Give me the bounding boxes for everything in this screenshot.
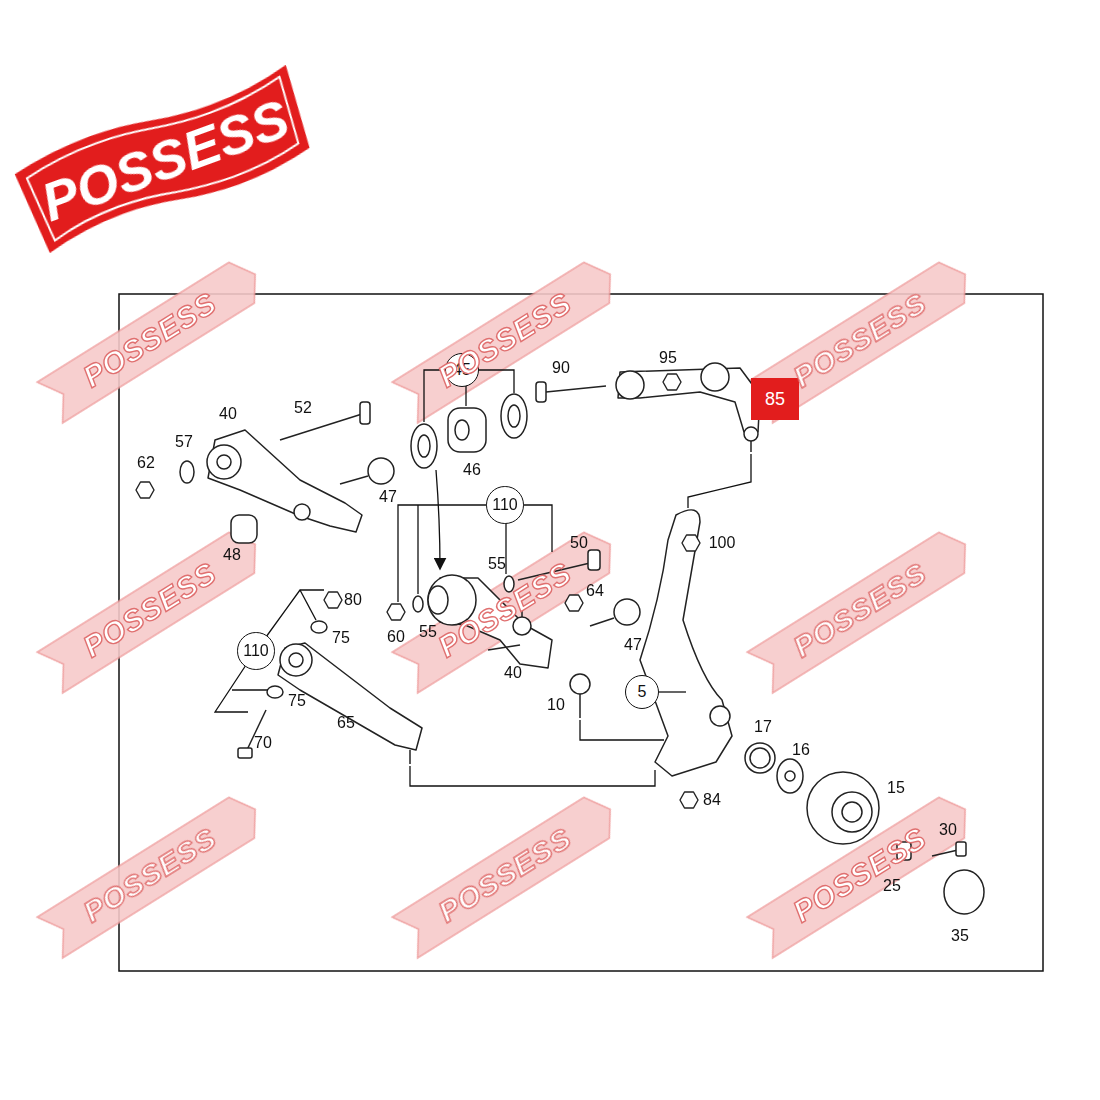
node-text: 85 bbox=[765, 389, 785, 410]
watermark: POSSESS bbox=[433, 822, 576, 927]
callout-number: 25 bbox=[883, 878, 901, 894]
callout-number: 84 bbox=[703, 792, 721, 808]
watermark: POSSESS bbox=[78, 287, 221, 392]
callout-number: 47 bbox=[379, 489, 397, 505]
watermark: POSSESS bbox=[433, 287, 576, 392]
callout-circle: 110 bbox=[486, 486, 524, 524]
callout-number: 57 bbox=[175, 434, 193, 450]
callout-number: 40 bbox=[219, 406, 237, 422]
callout-number: 55 bbox=[488, 556, 506, 572]
callout-number: 16 bbox=[792, 742, 810, 758]
callout-number: 64 bbox=[586, 583, 604, 599]
callout-number: 46 bbox=[463, 462, 481, 478]
callout-number: 52 bbox=[294, 400, 312, 416]
watermark: POSSESS bbox=[78, 557, 221, 662]
callout-number: 35 bbox=[951, 928, 969, 944]
node-text: 110 bbox=[243, 642, 269, 660]
callout-number: 75 bbox=[332, 630, 350, 646]
callout-number: 48 bbox=[223, 547, 241, 563]
callout-number: 47 bbox=[624, 637, 642, 653]
watermark: POSSESS bbox=[78, 822, 221, 927]
callout-circle: 110 bbox=[237, 632, 275, 670]
watermark: POSSESS bbox=[788, 557, 931, 662]
callout-number: 65 bbox=[337, 715, 355, 731]
callout-number: 15 bbox=[887, 780, 905, 796]
brand-flag: POSSESS bbox=[5, 56, 325, 264]
node-text: 5 bbox=[638, 683, 647, 701]
callout-number: 10 bbox=[547, 697, 565, 713]
watermark: POSSESS bbox=[788, 287, 931, 392]
callout-number: 100 bbox=[709, 535, 736, 551]
callout-number: 70 bbox=[254, 735, 272, 751]
callout-number: 17 bbox=[754, 719, 772, 735]
callout-number: 62 bbox=[137, 455, 155, 471]
callout-number: 75 bbox=[288, 693, 306, 709]
callout-number: 55 bbox=[419, 624, 437, 640]
callout-circle: 5 bbox=[625, 675, 659, 709]
callout-number: 50 bbox=[570, 535, 588, 551]
highlight-callout: 85 bbox=[751, 378, 799, 420]
callout-number: 95 bbox=[659, 350, 677, 366]
callout-number: 30 bbox=[939, 822, 957, 838]
callout-number: 90 bbox=[552, 360, 570, 376]
node-text: 110 bbox=[492, 496, 518, 514]
callout-number: 60 bbox=[387, 629, 405, 645]
callout-number: 40 bbox=[504, 665, 522, 681]
callout-number: 80 bbox=[344, 592, 362, 608]
